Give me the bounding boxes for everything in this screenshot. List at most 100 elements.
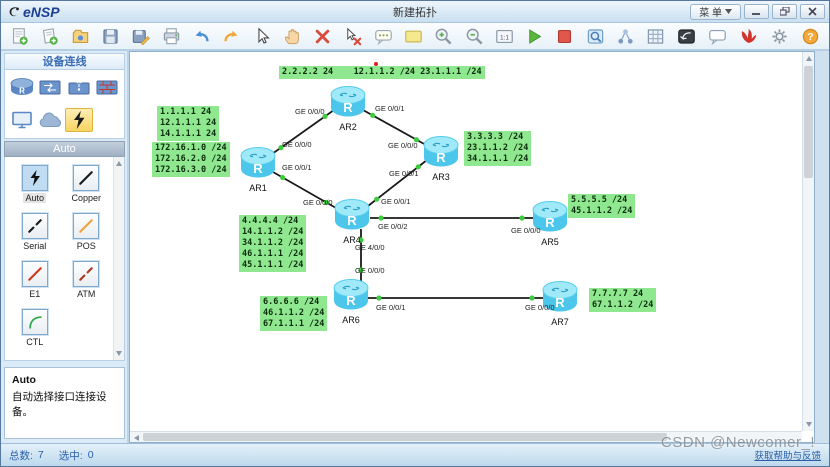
actual-size-button[interactable]: 1:1 (494, 25, 515, 47)
connection-type-pos[interactable]: POS (61, 212, 113, 251)
huawei-button[interactable] (737, 25, 759, 47)
node-label: AR1 (249, 183, 267, 193)
interface-label: GE 0/0/1 (376, 303, 406, 312)
topology-canvas[interactable]: R AR1 R AR2 R AR3 R AR4 R AR5 R AR6 R AR… (129, 51, 815, 443)
node-AR6[interactable]: R AR6 (331, 279, 371, 325)
router-device-icon: R (10, 78, 34, 96)
open-button[interactable] (70, 25, 91, 47)
device-palette-terminal[interactable] (8, 108, 36, 132)
router-icon: R (542, 281, 578, 312)
help-icon: ? (802, 28, 818, 44)
selection-description-title: Auto (12, 374, 36, 386)
interface-up-dot (376, 295, 382, 301)
capture-button[interactable] (585, 25, 606, 47)
save-button[interactable] (100, 25, 121, 47)
terminal-device-icon (12, 111, 32, 129)
node-AR3[interactable]: R AR3 (421, 136, 461, 182)
node-AR1[interactable]: R AR1 (238, 147, 278, 193)
new-topology-button[interactable] (9, 25, 30, 47)
redo-button[interactable] (221, 25, 242, 47)
interface-label: GE 0/0/0 (355, 266, 385, 275)
delete-button[interactable] (312, 25, 333, 47)
select-button[interactable] (251, 25, 272, 47)
device-palette-firewall[interactable] (93, 75, 121, 99)
interface-up-dot (519, 215, 525, 221)
connection-type-serial[interactable]: Serial (9, 212, 61, 251)
connection-type-label: CTL (26, 337, 44, 347)
menu-button[interactable]: 菜 单 (690, 3, 741, 20)
bolt-icon (20, 164, 49, 192)
router-icon: R (532, 201, 568, 232)
node-AR4[interactable]: R AR4 (332, 199, 372, 245)
comment-button[interactable] (706, 25, 728, 47)
connection-panel-scrollbar[interactable] (113, 157, 124, 360)
node-AR5[interactable]: R AR5 (530, 201, 570, 247)
interface-label: GE 0/0/2 (378, 222, 408, 231)
connection-type-ctl[interactable]: CTL (9, 308, 61, 347)
settings-button[interactable] (768, 25, 790, 47)
device-palette-cloud[interactable] (36, 108, 64, 132)
node-AR7[interactable]: R AR7 (540, 281, 580, 327)
zoom-in-button[interactable] (433, 25, 454, 47)
title-bar: eNSP 新建拓扑 菜 单 (1, 1, 829, 23)
zoom-out-button[interactable] (463, 25, 484, 47)
connection-type-atm[interactable]: ATM (61, 260, 113, 299)
device-palette-switch[interactable] (36, 75, 64, 99)
canvas-vertical-scrollbar[interactable] (802, 52, 814, 431)
text-button[interactable] (373, 25, 394, 47)
restore-button[interactable] (772, 3, 797, 19)
save-as-button[interactable] (130, 25, 151, 47)
interface-label: GE 0/0/0 (525, 303, 555, 312)
device-palette-router[interactable]: R (8, 75, 36, 99)
grid-button[interactable] (645, 25, 666, 47)
vertical-scroll-thumb[interactable] (804, 66, 813, 178)
new-test-button[interactable] (39, 25, 60, 47)
help-feedback-link[interactable]: 获取帮助与反馈 (754, 451, 821, 462)
stop-button[interactable] (554, 25, 575, 47)
pan-button[interactable] (282, 25, 303, 47)
interface-up-dot (280, 174, 286, 181)
line-icon (72, 212, 101, 240)
start-button[interactable] (524, 25, 545, 47)
canvas-horizontal-scrollbar[interactable] (130, 431, 802, 442)
save-as-icon (133, 29, 151, 45)
print-button[interactable] (160, 25, 181, 47)
note-button[interactable] (403, 25, 424, 47)
device-palette-wlan[interactable] (65, 75, 93, 99)
svg-text:R: R (555, 295, 565, 310)
node-AR2[interactable]: R AR2 (328, 86, 368, 132)
interface-up-dot (529, 295, 535, 301)
connection-type-auto[interactable]: Auto (9, 164, 61, 203)
topo-view-button[interactable] (615, 25, 636, 47)
close-button[interactable] (800, 3, 825, 19)
ip-annotation[interactable]: 2.2.2.2 24 12.1.1.2 /24 23.1.1.1 /24 (279, 66, 485, 79)
interface-label: GE 0/0/1 (375, 104, 405, 113)
sidebar-panel-title: 设备连线 (4, 53, 125, 70)
interface-up-dot (378, 215, 384, 221)
connection-device-icon (73, 110, 85, 130)
delete-device-button[interactable] (342, 25, 363, 47)
start-icon (529, 28, 542, 44)
connection-type-label: Auto (23, 193, 46, 203)
svg-text:R: R (347, 213, 357, 228)
device-palette-connection[interactable] (64, 108, 93, 132)
connection-type-copper[interactable]: Copper (61, 164, 113, 203)
undo-button[interactable] (191, 25, 212, 47)
console-button[interactable] (676, 25, 697, 47)
help-button[interactable]: ? (799, 25, 821, 47)
connection-type-e1[interactable]: E1 (9, 260, 61, 299)
svg-text:R: R (545, 215, 555, 230)
interface-label: GE 0/0/1 (282, 163, 312, 172)
connection-type-label: POS (76, 241, 96, 251)
minimize-button[interactable] (744, 3, 769, 19)
settings-icon (771, 28, 787, 44)
horizontal-scroll-thumb[interactable] (143, 433, 668, 441)
